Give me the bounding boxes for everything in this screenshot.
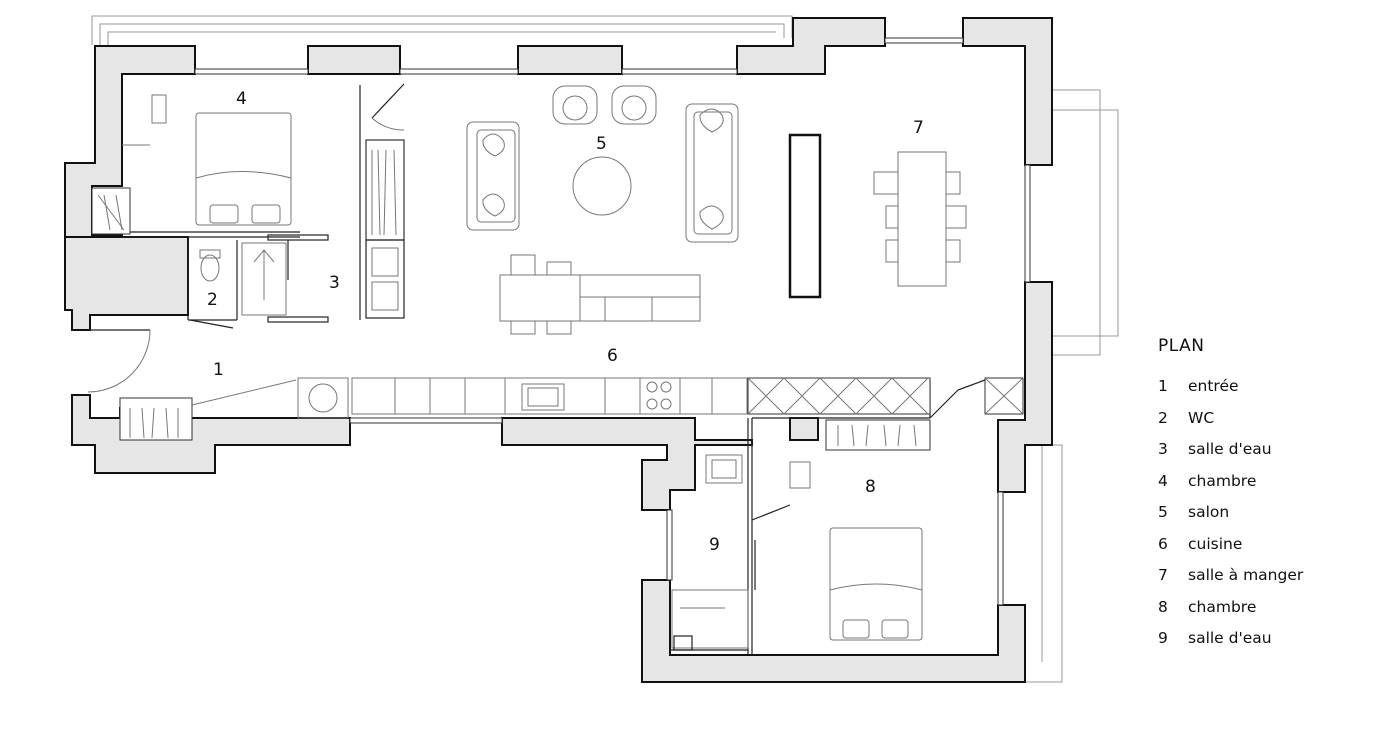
bedroom-4-furniture bbox=[91, 94, 292, 235]
dining-furniture bbox=[873, 151, 967, 287]
legend-number: 6 bbox=[1158, 534, 1168, 553]
interior-partitions bbox=[122, 85, 1025, 655]
room-number-4: 4 bbox=[236, 89, 247, 109]
room-number-6: 6 bbox=[607, 346, 618, 366]
legend-label: chambre bbox=[1188, 471, 1257, 490]
room-number-2: 2 bbox=[207, 290, 218, 310]
room-number-3: 3 bbox=[329, 273, 340, 293]
legend-label: chambre bbox=[1188, 597, 1257, 616]
legend-label: cuisine bbox=[1188, 534, 1243, 553]
windows bbox=[194, 37, 1031, 606]
legend-number: 2 bbox=[1158, 408, 1168, 427]
legend-item: 8 chambre bbox=[1158, 597, 1303, 629]
legend-item: 9 salle d'eau bbox=[1158, 628, 1303, 660]
room-number-8: 8 bbox=[865, 477, 876, 497]
bedroom-8-furniture bbox=[789, 419, 931, 641]
room-number-9: 9 bbox=[709, 535, 720, 555]
legend-number: 5 bbox=[1158, 503, 1168, 521]
legend-label: salle d'eau bbox=[1188, 629, 1272, 647]
kitchen-counter bbox=[297, 377, 1024, 419]
legend-label: salle d'eau bbox=[1188, 440, 1272, 458]
legend-item: 2 WC bbox=[1158, 408, 1303, 440]
room-number-7: 7 bbox=[913, 118, 924, 138]
shower-room-9-fixtures bbox=[671, 454, 756, 651]
legend-item: 3 salle d'eau bbox=[1158, 439, 1303, 471]
legend-item: 5 salon bbox=[1158, 502, 1303, 534]
entry-furniture bbox=[119, 379, 297, 441]
legend-number: 7 bbox=[1158, 566, 1168, 584]
doors bbox=[87, 83, 986, 521]
legend: PLAN 1 entrée 2 WC 3 salle d'eau 4 chambre 5… bbox=[1158, 336, 1303, 660]
balcony-outlines bbox=[91, 15, 1119, 683]
room-numbers: 1 2 3 4 5 6 7 8 9 bbox=[207, 89, 924, 555]
legend-title: PLAN bbox=[1158, 336, 1205, 356]
legend-label: salon bbox=[1188, 503, 1230, 521]
legend-label: WC bbox=[1188, 408, 1215, 427]
legend-item: 1 entrée bbox=[1158, 376, 1303, 408]
living-room-furniture bbox=[466, 85, 739, 243]
legend-label: salle à manger bbox=[1188, 566, 1304, 584]
legend-number: 9 bbox=[1158, 629, 1168, 647]
legend-number: 8 bbox=[1158, 597, 1168, 616]
room-number-1: 1 bbox=[213, 360, 224, 380]
kitchen-island bbox=[499, 254, 701, 335]
walls bbox=[64, 17, 1053, 683]
legend-item: 6 cuisine bbox=[1158, 534, 1303, 566]
legend-number: 3 bbox=[1158, 440, 1168, 458]
legend-label: entrée bbox=[1188, 377, 1239, 395]
room-number-5: 5 bbox=[596, 134, 607, 154]
legend-number: 1 bbox=[1158, 377, 1168, 395]
legend-item: 7 salle à manger bbox=[1158, 565, 1303, 597]
legend-item: 4 chambre bbox=[1158, 471, 1303, 503]
legend-number: 4 bbox=[1158, 471, 1168, 490]
wardrobe-3 bbox=[365, 139, 405, 319]
wc-and-shower bbox=[199, 234, 329, 323]
